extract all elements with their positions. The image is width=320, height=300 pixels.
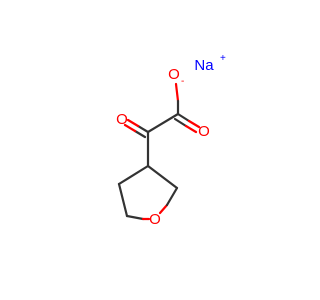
bond-carboxyl-c-segment-1	[176, 112, 191, 123]
bond-carboxyl-c-segment-2	[173, 117, 188, 128]
atom-na: Na	[194, 57, 214, 74]
bond-keto-o-1	[126, 118, 140, 128]
bond-carboxyl-o-double-2	[184, 124, 198, 134]
bond-keto-c-segment-2	[133, 129, 147, 139]
charge-minus: -	[181, 76, 184, 87]
structure-svg: O - O O O Na +	[116, 53, 226, 228]
bond-ring-o-c6-segment	[165, 186, 179, 207]
molecule-diagram: O - O O O Na +	[116, 53, 226, 228]
atom-o-carboxylate: O	[168, 66, 180, 83]
bond-carboxyl-o-double-1	[187, 119, 201, 129]
atom-o-keto: O	[116, 111, 128, 128]
bond-ring-c3-c4	[117, 164, 150, 186]
bond-ring-c6-c3	[146, 164, 179, 190]
atom-o-ring: O	[149, 211, 161, 228]
bond-ring-c4-c5	[117, 182, 129, 218]
bond-keto-c-segment-1	[136, 124, 150, 134]
bond-ring-o-c6	[158, 203, 169, 215]
bond-ring-c5-o-segment	[125, 214, 145, 221]
bond-keto-o-2	[123, 123, 137, 133]
bond-c1-c2	[146, 112, 180, 134]
charge-plus: +	[220, 53, 226, 64]
atom-o-carboxyl: O	[198, 123, 210, 140]
bond-carboxylate-o-neg	[174, 82, 180, 103]
